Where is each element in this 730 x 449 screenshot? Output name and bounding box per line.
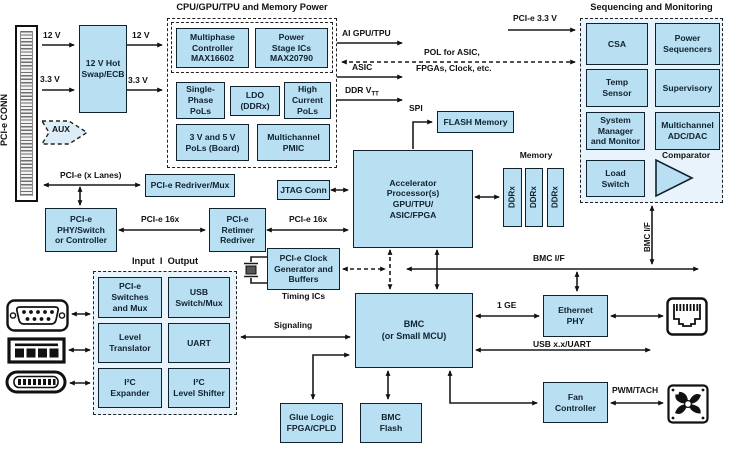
- block-fan-controller: Fan Controller: [543, 382, 608, 423]
- crystal-stub-bottom: [250, 278, 267, 284]
- block-level-translator: Level Translator: [98, 323, 162, 363]
- block-ddrx-1: DDRx: [503, 168, 522, 227]
- block-ddrx-2: DDRx: [525, 168, 543, 227]
- block-3v-5v-pols: 3 V and 5 V PoLs (Board): [176, 124, 249, 161]
- block-bmc-flash: BMC Flash: [360, 403, 422, 443]
- block-supervisory: Supervisory: [655, 69, 720, 107]
- block-usb-switch-mux: USB Switch/Mux: [168, 277, 230, 318]
- wire-bmc-fanctrl: [447, 370, 538, 406]
- wire-spi-flash: [412, 119, 433, 149]
- block-multiphase-controller: Multiphase Controller MAX16602: [176, 28, 249, 68]
- label-bmc-if-vertical: BMC I/F: [643, 222, 652, 252]
- block-high-current-pols: High Current PoLs: [284, 82, 331, 119]
- crystal-body: [245, 265, 257, 275]
- comparator-triangle-icon: [655, 158, 694, 198]
- label-pcie-33v: PCI-e 3.3 V: [513, 13, 557, 23]
- crystal-plates: [244, 262, 258, 278]
- block-pcie-clock-generator: PCI-e Clock Generator and Buffers: [267, 248, 340, 290]
- usb-a-connector-icon: [7, 337, 66, 364]
- label-12v-in: 12 V: [43, 30, 61, 40]
- pcie-conn-label: PCI-e CONN: [0, 94, 9, 147]
- label-ddr-v: DDR V: [345, 85, 372, 95]
- pcie-edge-connector-pins: [20, 31, 33, 196]
- block-pcie-switches-mux: PCI-e Switches and Mux: [98, 277, 162, 318]
- label-1ge: 1 GE: [497, 300, 517, 310]
- rj45-connector-icon: [666, 297, 708, 336]
- power-section-title: CPU/GPU/TPU and Memory Power: [176, 2, 328, 12]
- block-power-sequencers: Power Sequencers: [655, 23, 720, 65]
- wire-bmc-gluelogic: [310, 352, 350, 400]
- label-ai-gpu-tpu: AI GPU/TPU: [342, 28, 391, 38]
- aux-label: AUX: [52, 124, 70, 134]
- label-bmc-if-bus: BMC I/F: [533, 253, 565, 263]
- label-pcie-lanes: PCI-e (x Lanes): [60, 170, 122, 180]
- label-33v-in: 3.3 V: [40, 74, 60, 84]
- block-pcie-phy-switch: PCI-e PHY/Switch or Controller: [45, 208, 117, 252]
- db9-connector-icon: [6, 299, 69, 332]
- block-power-stage-ics: Power Stage ICs MAX20790: [255, 28, 328, 68]
- label-asic: ASIC: [352, 62, 373, 72]
- comparator-label: Comparator: [662, 150, 711, 160]
- block-uart: UART: [168, 323, 230, 363]
- block-i2c-expander: I²C Expander: [98, 368, 162, 408]
- block-pcie-redriver-mux: PCI-e Redriver/Mux: [145, 174, 235, 197]
- label-spi: SPI: [409, 103, 423, 113]
- crystal-stub-top: [250, 256, 267, 262]
- aux-arrow-icon: [40, 120, 89, 145]
- block-load-switch: Load Switch: [586, 160, 645, 197]
- micro-usb-connector-icon: [5, 370, 67, 394]
- block-ddrx-3: DDRx: [547, 168, 564, 227]
- label-signaling: Signaling: [274, 320, 313, 330]
- memory-label: Memory: [519, 150, 553, 160]
- block-single-phase-pols: Single- Phase PoLs: [176, 82, 225, 119]
- block-ethernet-phy: Ethernet PHY: [543, 295, 608, 337]
- block-ldo-ddrx: LDO (DDRx): [230, 86, 280, 116]
- label-12v-out: 12 V: [132, 30, 150, 40]
- timing-ics-label: Timing ICs: [281, 291, 326, 301]
- pcie-edge-connector-icon: [15, 25, 38, 202]
- crystal-icon: [244, 256, 267, 284]
- block-csa: CSA: [586, 23, 648, 65]
- label-pwm-tach: PWM/TACH: [612, 385, 659, 395]
- label-33v-out: 3.3 V: [128, 75, 148, 85]
- sequencing-section-title: Sequencing and Monitoring: [590, 2, 713, 12]
- io-section-title: Input I Output: [131, 256, 199, 266]
- power-controller-inner-box: [171, 22, 333, 73]
- block-12v-hot-swap: 12 V Hot Swap/ECB: [79, 25, 127, 113]
- label-pcie16x-right: PCI-e 16x: [289, 214, 328, 224]
- label-pcie16x-left: PCI-e 16x: [141, 214, 180, 224]
- label-pol-line2: FPGAs, Clock, etc.: [416, 63, 492, 73]
- block-glue-logic: Glue Logic FPGA/CPLD: [280, 403, 343, 443]
- block-multichannel-adc-dac: Multichannel ADC/DAC: [655, 112, 720, 150]
- block-multichannel-pmic: Multichannel PMIC: [257, 124, 330, 161]
- block-temp-sensor: Temp Sensor: [586, 69, 648, 107]
- block-flash-memory: FLASH Memory: [437, 111, 514, 133]
- label-usb-uart: USB x.x/UART: [533, 339, 592, 349]
- block-pcie-retimer: PCI-e Retimer Redriver: [209, 208, 266, 252]
- block-system-manager: System Manager and Monitor: [586, 112, 645, 150]
- block-accelerator: Accelerator Processor(s) GPU/TPU/ ASIC/F…: [353, 150, 473, 248]
- label-pol-line1: POL for ASIC,: [424, 47, 480, 57]
- fan-icon: [667, 384, 709, 424]
- block-i2c-level-shifter: I²C Level Shifter: [168, 368, 230, 408]
- block-jtag-conn: JTAG Conn: [277, 180, 330, 200]
- label-ddr-vtt: DDR VTT: [345, 85, 379, 98]
- label-ddr-v-sub: TT: [371, 91, 379, 98]
- block-bmc: BMC (or Small MCU): [355, 293, 473, 368]
